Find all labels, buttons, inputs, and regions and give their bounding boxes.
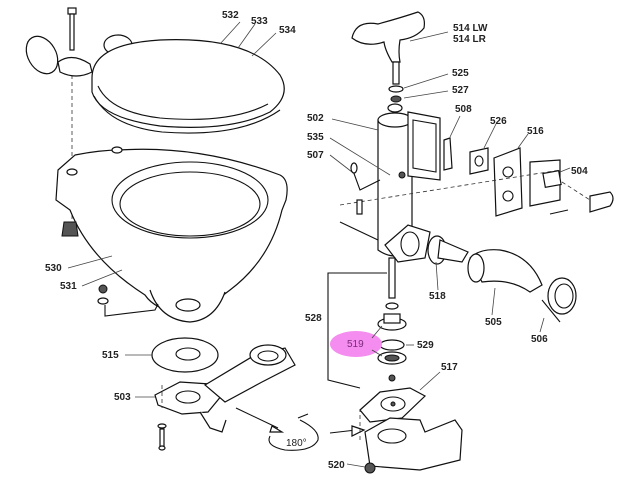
label-530: 530 <box>45 263 62 274</box>
pump-cylinder <box>377 103 441 257</box>
flap-valve-518 <box>427 235 469 265</box>
label-527: 527 <box>452 85 469 96</box>
label-516: 516 <box>527 126 544 137</box>
bracket-508 <box>443 137 453 171</box>
label-518: 518 <box>429 291 446 302</box>
label-525: 525 <box>452 68 469 79</box>
rotation-label: 180° <box>286 438 307 449</box>
label-514-lr: 514 LR <box>453 34 486 45</box>
piston-stack <box>377 313 407 382</box>
pump-base-housing <box>359 410 463 471</box>
lever-rod <box>350 162 381 191</box>
rod-washers <box>388 85 404 103</box>
label-532: 532 <box>222 10 239 21</box>
label-534: 534 <box>279 25 296 36</box>
label-533: 533 <box>251 16 268 27</box>
piston-rod <box>385 257 399 310</box>
valve-plate-516 <box>493 147 523 217</box>
inlet-housing-504 <box>529 159 614 215</box>
label-514-lw: 514 LW <box>453 23 488 34</box>
base-gasket <box>151 337 219 373</box>
label-506: 506 <box>531 334 548 345</box>
label-508: 508 <box>455 104 472 115</box>
base-mount <box>154 344 296 433</box>
valve-cover-517 <box>359 387 427 423</box>
label-528: 528 <box>305 313 322 324</box>
rotation-indicator <box>235 407 366 451</box>
toilet-bowl <box>55 146 288 323</box>
hose-clamp-506 <box>541 277 577 323</box>
label-505: 505 <box>485 317 502 328</box>
bowl-nut <box>61 221 79 237</box>
base-bolt <box>157 385 167 451</box>
group-bracket-528 <box>327 272 387 389</box>
label-520: 520 <box>328 460 345 471</box>
label-529: 529 <box>417 340 434 351</box>
label-515: 515 <box>102 350 119 361</box>
toilet-seat-lid <box>91 39 285 134</box>
label-531: 531 <box>60 281 77 292</box>
label-526: 526 <box>490 116 507 127</box>
gasket-526 <box>469 147 489 175</box>
highlight-519 <box>330 331 382 357</box>
pump-base-flange <box>339 199 431 263</box>
pump-handle <box>351 11 425 85</box>
label-507: 507 <box>307 150 324 161</box>
label-504: 504 <box>571 166 588 177</box>
discharge-elbow-505 <box>467 249 543 293</box>
drain-plug-520 <box>364 462 376 474</box>
label-517: 517 <box>441 362 458 373</box>
label-502: 502 <box>307 113 324 124</box>
label-503: 503 <box>114 392 131 403</box>
washer-nut <box>97 284 159 317</box>
label-519: 519 <box>347 339 364 350</box>
label-535: 535 <box>307 132 324 143</box>
